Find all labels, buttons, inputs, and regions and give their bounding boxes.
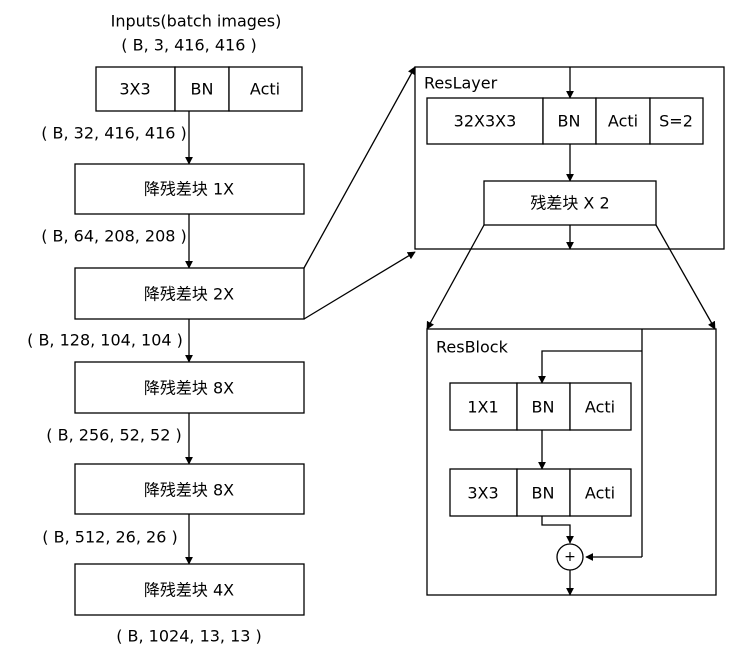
expand-arrow (303, 66, 416, 269)
stage-box: 降残差块 1X (74, 163, 305, 215)
acti-cell-label: Acti (250, 80, 280, 99)
stage-label: 降残差块 8X (144, 379, 234, 398)
add-symbol: + (564, 549, 576, 565)
stride-cell-label: S=2 (659, 112, 693, 131)
conv-cell-label: 3X3 (467, 484, 498, 503)
acti-cell-label: Acti (608, 112, 638, 131)
stage-box: 降残差块 4X (74, 563, 305, 616)
bn-cell-label: BN (532, 484, 555, 503)
conv-cell (426, 97, 544, 145)
input-label: Inputs(batch images) (111, 12, 282, 31)
input-shape: ( B, 3, 416, 416 ) (121, 36, 256, 55)
flow-arrow (541, 516, 574, 544)
conv-cell-label: 1X1 (467, 398, 498, 417)
resblock-row-1: 1X1 BN Acti (449, 382, 632, 431)
conv-cell (95, 66, 176, 112)
stride-cell (649, 97, 704, 145)
resblock-row-2: 3X3 BN Acti (449, 468, 632, 517)
expand-arrow (655, 224, 716, 330)
stage-label: 降残差块 2X (144, 285, 234, 304)
acti-cell-label: Acti (585, 484, 615, 503)
bn-cell-label: BN (532, 398, 555, 417)
shape-label: ( B, 256, 52, 52 ) (46, 426, 181, 445)
stage-label: 降残差块 1X (144, 180, 234, 199)
acti-cell (569, 382, 632, 431)
shape-label: ( B, 128, 104, 104 ) (27, 331, 183, 350)
acti-cell (569, 468, 632, 517)
shape-label: ( B, 32, 416, 416 ) (41, 124, 187, 143)
acti-cell (595, 97, 651, 145)
expand-arrow (303, 251, 416, 320)
resblock-title: ResBlock (436, 338, 509, 357)
conv-cell-label: 3X3 (119, 80, 150, 99)
conv-cell (449, 382, 518, 431)
stage-label: 降残差块 4X (144, 581, 234, 600)
bn-cell-label: BN (558, 112, 581, 131)
acti-cell-label: Acti (585, 398, 615, 417)
input-branch-arrow (538, 350, 642, 384)
backbone-conv-row: 3X3 BN Acti (95, 66, 303, 112)
bn-cell-label: BN (191, 80, 214, 99)
bn-cell (542, 97, 597, 145)
residual-block-box: 残差块 X 2 (483, 180, 657, 226)
reslayer-conv-row: 32X3X3 BN Acti S=2 (426, 97, 704, 145)
conv-cell (449, 468, 518, 517)
shape-label: ( B, 64, 208, 208 ) (41, 227, 187, 246)
expand-arrow (426, 224, 485, 330)
stage-box: 降残差块 8X (74, 463, 305, 515)
bn-cell (516, 382, 571, 431)
output-shape: ( B, 1024, 13, 13 ) (116, 627, 262, 646)
acti-cell (228, 66, 303, 112)
stage-box: 降残差块 2X (74, 267, 305, 320)
shape-label: ( B, 512, 26, 26 ) (42, 528, 177, 547)
conv-cell-label: 32X3X3 (454, 112, 517, 131)
stage-label: 降残差块 8X (144, 481, 234, 500)
add-node: + (556, 543, 584, 571)
bn-cell (174, 66, 230, 112)
stage-box: 降残差块 8X (74, 361, 305, 414)
reslayer-title: ResLayer (424, 74, 498, 93)
residual-block-label: 残差块 X 2 (530, 194, 609, 213)
